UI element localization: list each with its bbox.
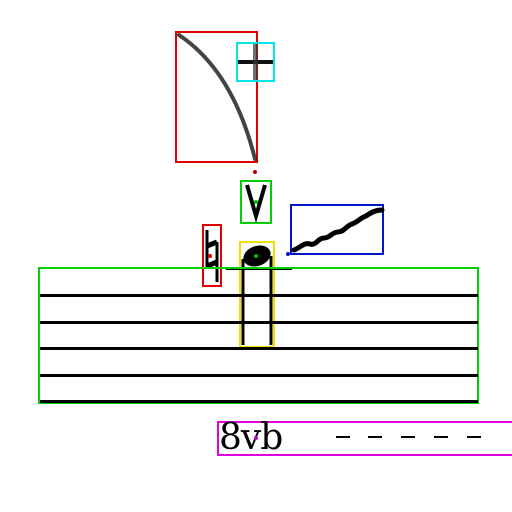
staff-bounding-box (38, 267, 479, 404)
trill-bounding-box (290, 204, 384, 255)
staff-line-4 (40, 374, 478, 377)
marcato-icon (245, 184, 267, 224)
accent-center-marker (254, 200, 258, 204)
octave-dash (336, 436, 350, 438)
slur-anchor-marker (253, 170, 257, 174)
octave-line-bounding-box (217, 421, 512, 456)
tenuto-stem-fragment (253, 44, 258, 80)
accidental-center-marker (208, 254, 212, 258)
accidental-bounding-box (202, 224, 222, 287)
octave-label: 8vb (219, 417, 283, 458)
tenuto-bounding-box (236, 42, 275, 82)
octave-dash (434, 436, 448, 438)
staff-line-2 (40, 321, 478, 324)
staff-line-5 (40, 400, 478, 403)
staff-line-1 (40, 294, 478, 297)
octave-center-marker (254, 436, 258, 440)
octave-dash (467, 436, 481, 438)
trill-anchor-marker (286, 252, 290, 256)
ledger-line (226, 268, 292, 270)
notehead-center-marker (254, 254, 258, 258)
slur-arc-icon (177, 33, 257, 161)
slur-bounding-box (175, 31, 258, 163)
staff-line-3 (40, 347, 478, 350)
octave-dash (401, 436, 415, 438)
natural-sign-icon (205, 230, 219, 282)
trill-wavy-line-icon (291, 207, 385, 253)
octave-dash (368, 436, 382, 438)
